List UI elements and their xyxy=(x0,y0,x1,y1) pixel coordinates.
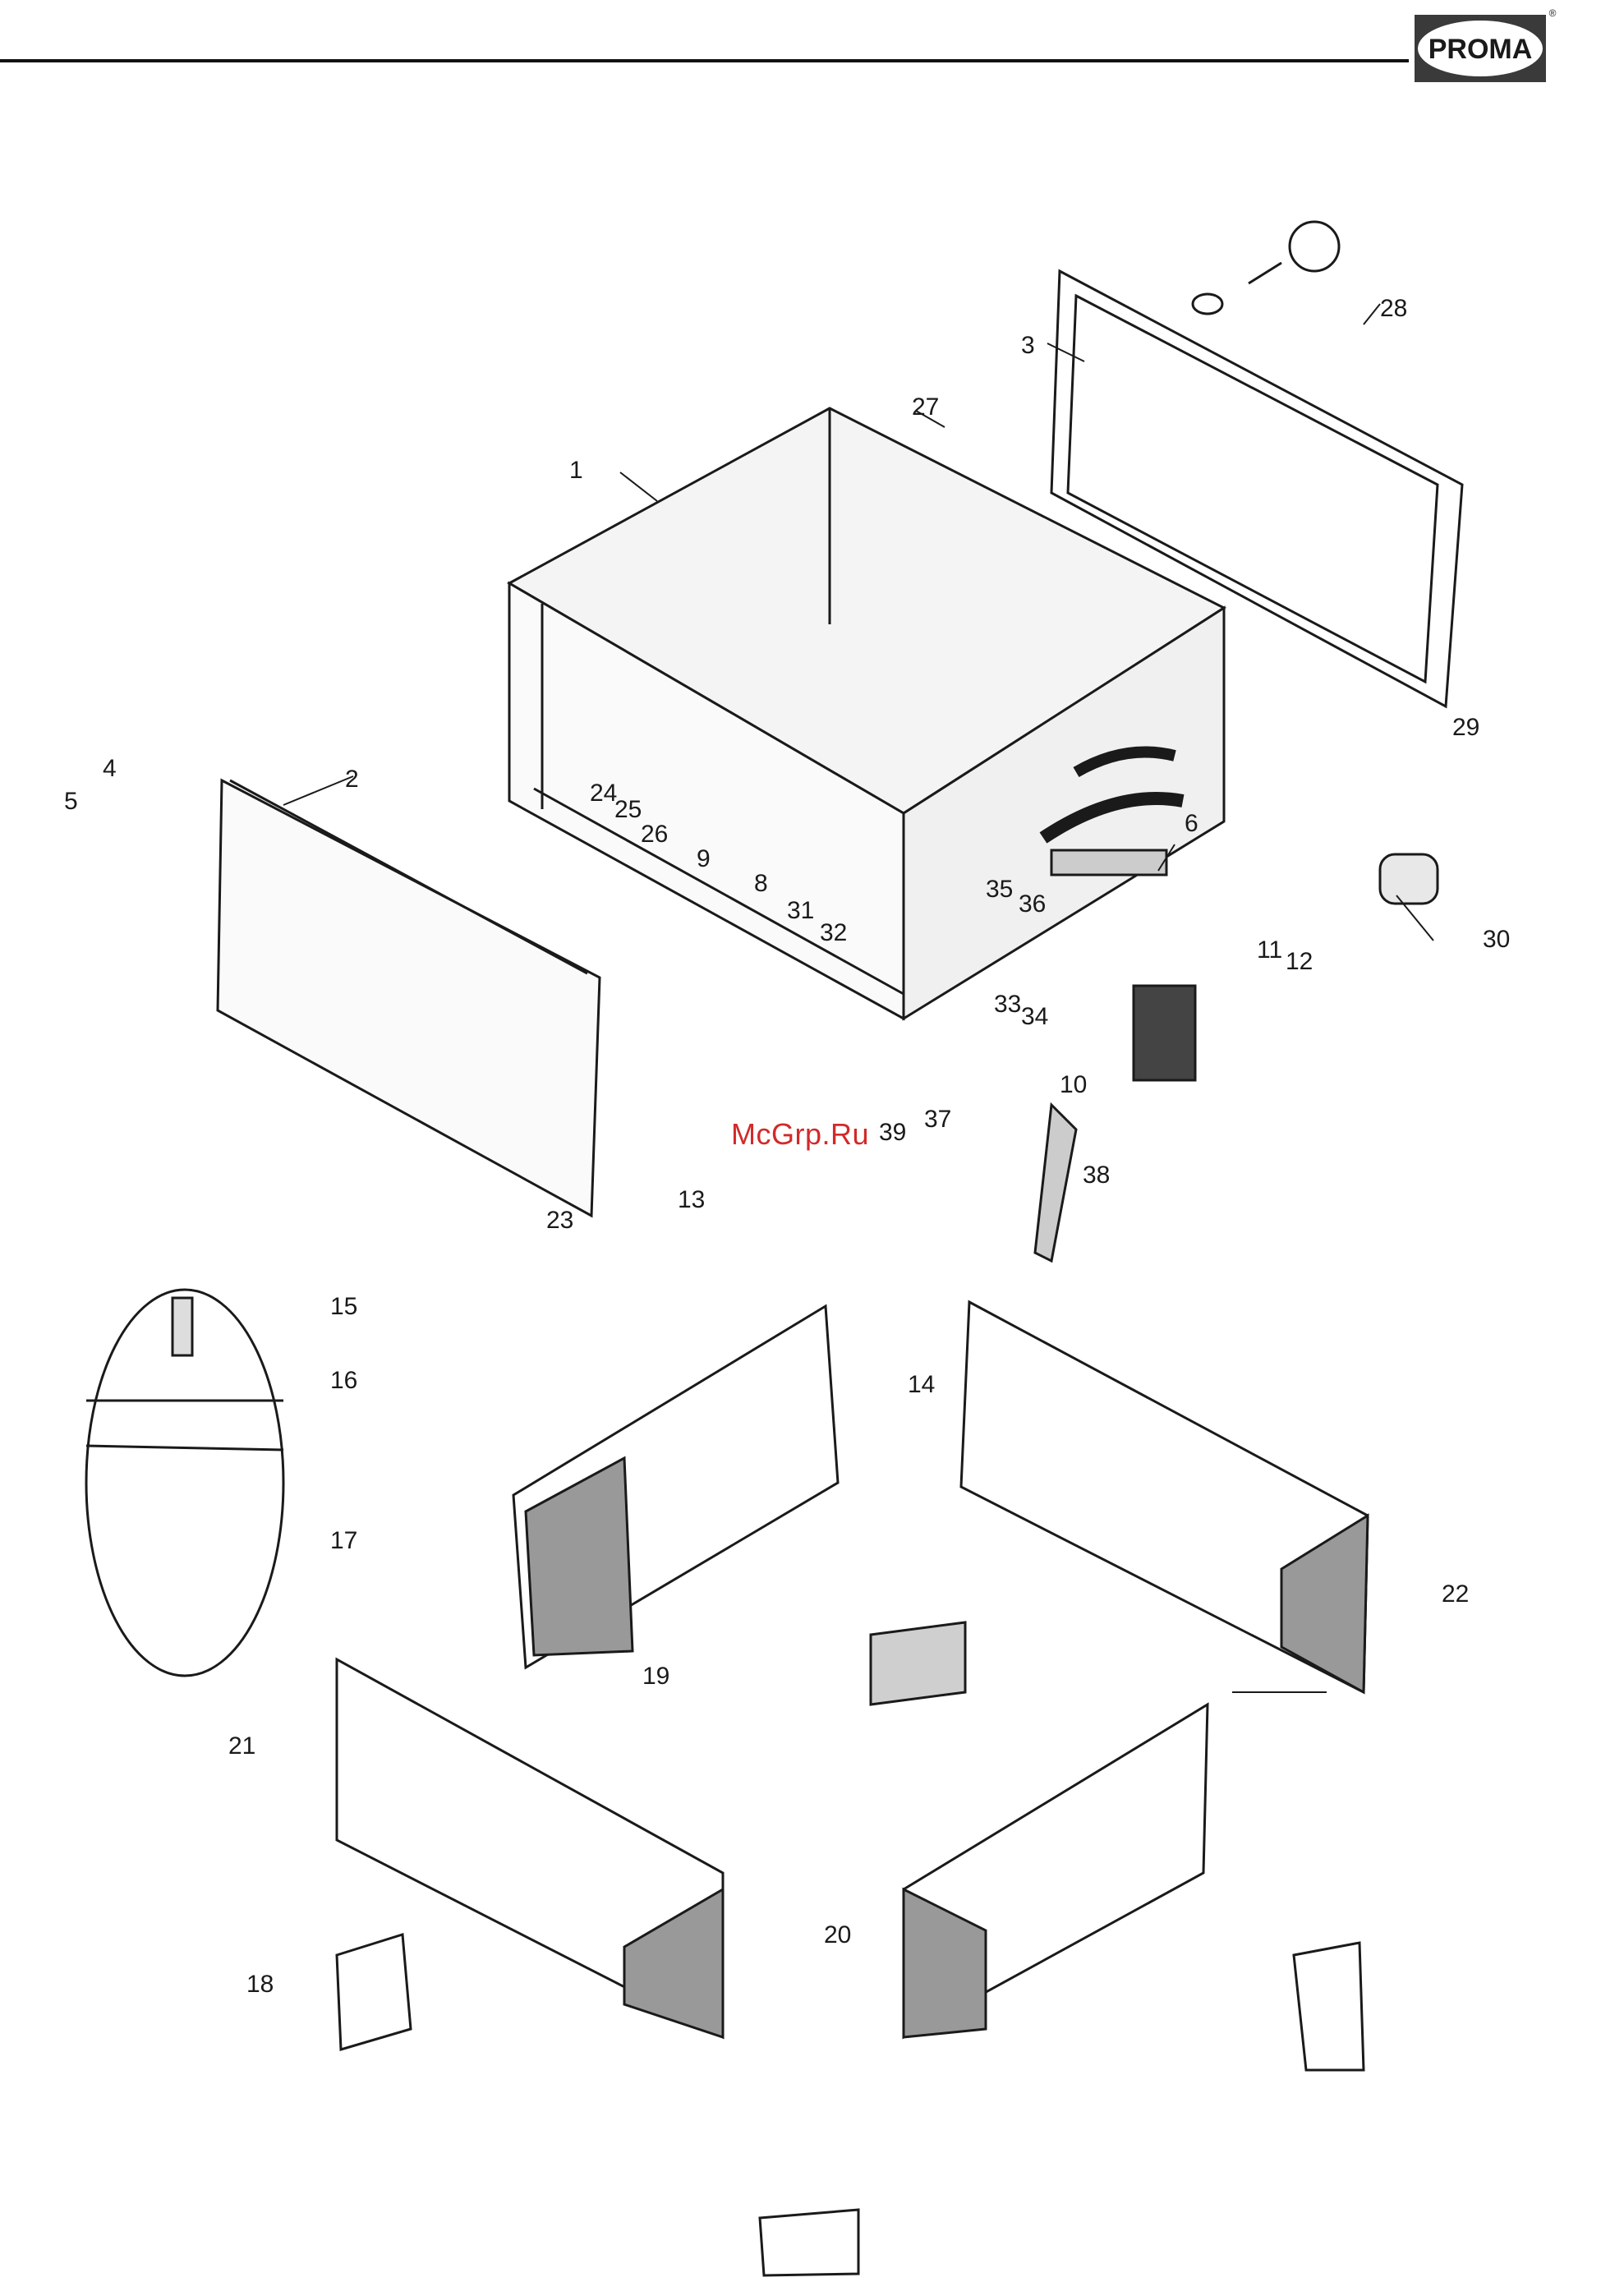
callout: 35 xyxy=(986,876,1013,903)
watermark: McGrp.Ru xyxy=(731,1117,869,1152)
callout: 27 xyxy=(912,393,939,421)
handle xyxy=(1035,1105,1076,1261)
callout: 6 xyxy=(1185,810,1198,837)
callout: 24 xyxy=(590,780,617,807)
callout: 13 xyxy=(678,1186,705,1213)
front-panel xyxy=(218,780,600,1216)
cable-gland xyxy=(1380,854,1438,904)
brand-text: PROMA xyxy=(1428,34,1533,65)
callout: 8 xyxy=(754,870,768,897)
callout: 19 xyxy=(642,1663,669,1690)
callout: 37 xyxy=(924,1106,951,1133)
knob xyxy=(1290,222,1339,271)
callout: 21 xyxy=(228,1732,255,1760)
callout: 32 xyxy=(820,919,847,946)
callout: 29 xyxy=(1452,714,1479,741)
callout: 11 xyxy=(1257,936,1282,964)
header-rule xyxy=(0,59,1409,62)
callout: 17 xyxy=(330,1527,357,1554)
callout: 16 xyxy=(330,1367,357,1394)
callout: 18 xyxy=(246,1971,274,1998)
callout: 3 xyxy=(1021,332,1035,359)
exploded-view-drawing: 1 2 3 4 5 6 8 9 10 11 12 13 14 15 16 17 … xyxy=(0,205,1624,2282)
callout: 15 xyxy=(330,1293,357,1320)
callout: 2 xyxy=(345,766,359,793)
callout: 22 xyxy=(1442,1580,1469,1608)
callout: 34 xyxy=(1021,1003,1048,1030)
callout: 20 xyxy=(824,1921,851,1948)
bracket-left xyxy=(337,1935,411,2050)
proma-logo: PROMA ® xyxy=(1413,7,1557,84)
callout: 23 xyxy=(546,1207,573,1234)
callout: 25 xyxy=(614,796,642,823)
callout: 26 xyxy=(641,821,668,848)
callout: 30 xyxy=(1483,926,1510,953)
callout: 39 xyxy=(879,1119,906,1146)
callout: 36 xyxy=(1019,890,1046,918)
callout: 14 xyxy=(908,1371,935,1398)
bracket-right xyxy=(1294,1943,1364,2070)
callout: 33 xyxy=(994,991,1021,1018)
callout: 31 xyxy=(787,897,814,924)
callout: 12 xyxy=(1286,948,1313,975)
bracket-center xyxy=(871,1622,965,1705)
callout: 10 xyxy=(1060,1071,1087,1098)
callout: 1 xyxy=(569,457,583,484)
callout: 4 xyxy=(103,755,117,782)
callout: 38 xyxy=(1083,1162,1110,1189)
bracket-bottom xyxy=(760,2210,858,2275)
registered-mark: ® xyxy=(1549,7,1557,19)
callout: 9 xyxy=(697,845,711,872)
switch-box xyxy=(1134,986,1195,1080)
callout: 5 xyxy=(64,788,78,815)
callout: 28 xyxy=(1380,295,1407,322)
